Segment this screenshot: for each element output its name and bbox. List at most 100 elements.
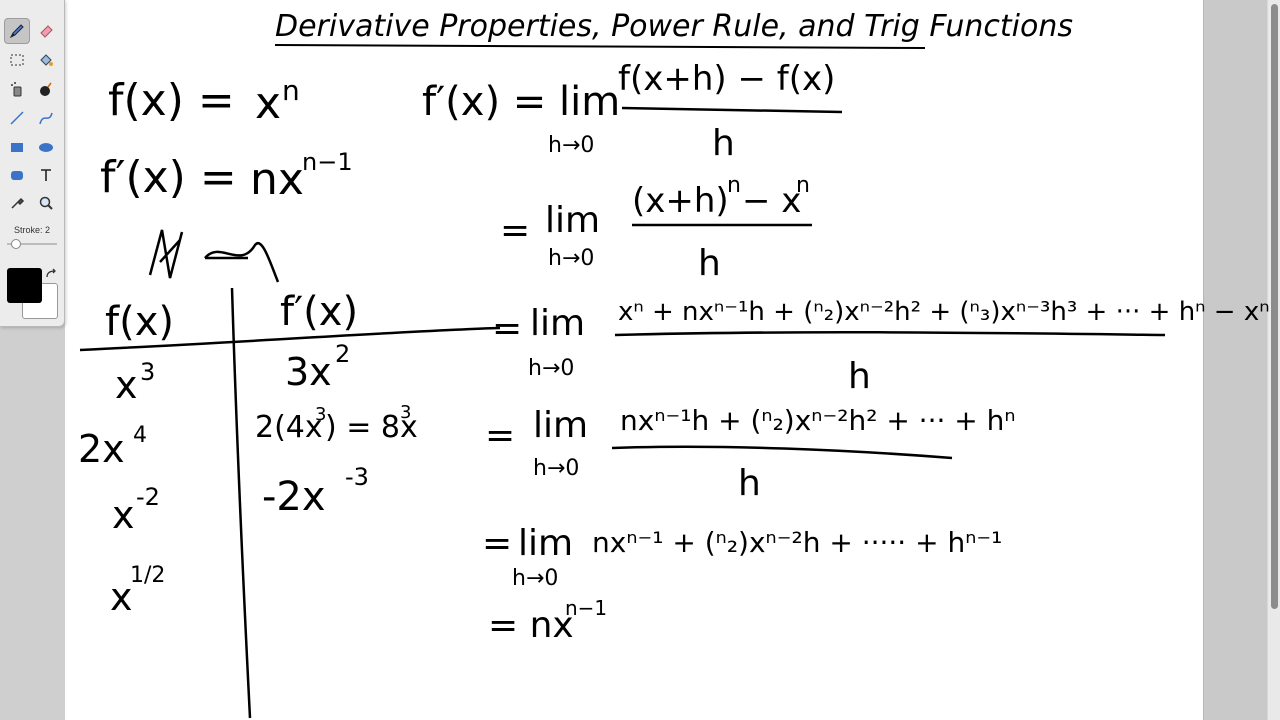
curve-icon <box>39 112 53 125</box>
f-definition-lhs: f(x) = <box>108 75 235 126</box>
rectangle-icon <box>11 143 23 152</box>
drawing-canvas[interactable] <box>65 0 1203 720</box>
table-row: x 1/2 <box>110 563 165 619</box>
stroke-slider[interactable] <box>7 239 57 249</box>
fprime-definition-lhs: f′(x) = <box>100 152 237 203</box>
magnifier-icon <box>39 196 53 210</box>
eraser-tool[interactable] <box>33 18 59 44</box>
eyedropper-icon <box>11 197 25 209</box>
ellipse-tool[interactable] <box>33 134 59 160</box>
deriv3-lim-sub: h→0 <box>528 356 574 381</box>
pen-tool[interactable] <box>4 18 30 44</box>
deriv5-lim-sub: h→0 <box>512 566 558 591</box>
vertical-scrollbar[interactable] <box>1267 0 1280 720</box>
window-gutter <box>1203 0 1268 720</box>
deriv5-eq: = <box>482 523 512 564</box>
spray-tool[interactable] <box>4 76 30 102</box>
text-icon <box>41 169 51 181</box>
f-definition-rhs: x <box>255 78 281 129</box>
row4-f: x <box>110 575 133 619</box>
deriv2-lim: lim <box>545 200 600 241</box>
table-vertical-rule <box>230 287 252 719</box>
row2-fprime-mid-exp: 3 <box>315 404 326 425</box>
rounded-rect-icon <box>11 171 23 180</box>
stroke-slider-knob[interactable] <box>11 239 21 249</box>
pen-icon <box>9 24 24 39</box>
fill-tool[interactable] <box>33 47 59 73</box>
deriv1-lim-sub: h→0 <box>548 133 594 158</box>
fprime-definition-rhs: nx <box>250 154 304 205</box>
bomb-icon <box>40 82 52 96</box>
curve-tool[interactable] <box>33 105 59 131</box>
row3-fprime-exp: -3 <box>345 463 369 491</box>
row1-f: x <box>115 363 138 407</box>
rounded-rect-tool[interactable] <box>4 162 30 188</box>
row1-fprime: 3x <box>285 350 332 394</box>
text-tool[interactable] <box>33 162 59 188</box>
deriv1-denominator: h <box>712 123 735 164</box>
zoom-tool[interactable] <box>33 190 59 216</box>
row3-fprime: -2x <box>262 474 326 520</box>
deriv2-numerator-tail: − x <box>742 181 801 221</box>
deriv2-eq: = <box>500 210 530 251</box>
spray-icon <box>11 82 22 97</box>
table-header-f: f(x) <box>105 299 174 345</box>
row2-f-exp: 4 <box>133 423 147 448</box>
rectangle-tool[interactable] <box>4 134 30 160</box>
deriv3-numerator: xⁿ + nxⁿ⁻¹h + (ⁿ₂)xⁿ⁻²h² + (ⁿ₃)xⁿ⁻³h³ + … <box>618 297 1270 327</box>
scribble-mark <box>148 229 280 283</box>
board-title: Derivative Properties, Power Rule, and T… <box>275 9 1073 44</box>
row2-fprime-exp: 3 <box>400 402 411 423</box>
row2-fprime-tail: ) = 8x <box>325 410 418 445</box>
stroke-label: Stroke: 2 <box>13 225 51 235</box>
line-tool[interactable] <box>4 105 30 131</box>
deriv4-fraction-bar <box>611 445 953 460</box>
deriv4-denominator: h <box>738 463 761 504</box>
deriv5-lim: lim <box>518 523 573 564</box>
paint-bucket-icon <box>40 54 53 66</box>
deriv5-expression: nxⁿ⁻¹ + (ⁿ₂)xⁿ⁻²h + ····· + hⁿ⁻¹ <box>592 526 1002 559</box>
swap-colors-icon[interactable] <box>44 268 58 282</box>
table-header-fprime: f′(x) <box>280 289 358 335</box>
table-horizontal-rule <box>79 326 501 352</box>
deriv2-numerator: (x+h) <box>632 181 729 221</box>
eyedropper-tool[interactable] <box>4 190 30 216</box>
fprime-definition-exp: n−1 <box>302 148 353 176</box>
deriv4-lim: lim <box>533 405 588 446</box>
eraser-icon <box>40 25 53 38</box>
deriv6-result: = nx <box>488 605 574 646</box>
deriv4-numerator: nxⁿ⁻¹h + (ⁿ₂)xⁿ⁻²h² + ··· + hⁿ <box>620 404 1016 437</box>
deriv6-result-exp: n−1 <box>565 596 607 620</box>
table-row: x 3 3x 2 <box>115 340 350 407</box>
line-icon <box>10 111 24 125</box>
row2-fprime: 2(4x <box>255 410 323 445</box>
deriv4-lim-sub: h→0 <box>533 456 579 481</box>
row1-fprime-exp: 2 <box>335 340 350 368</box>
deriv3-eq: = <box>492 308 522 349</box>
row3-f: x <box>112 493 135 537</box>
stroke-color-swatch[interactable] <box>7 268 42 303</box>
tool-palette: Stroke: 2 <box>0 0 65 327</box>
marquee-icon <box>10 54 24 66</box>
row3-f-exp: -2 <box>136 483 160 511</box>
title-underline <box>274 44 926 49</box>
scrollbar-thumb[interactable] <box>1271 4 1278 609</box>
row2-f: 2x <box>78 427 125 471</box>
row1-f-exp: 3 <box>140 358 155 386</box>
deriv3-fraction-bar <box>614 331 1166 337</box>
deriv2-lim-sub: h→0 <box>548 246 594 271</box>
deriv1-fraction-bar <box>621 106 843 114</box>
table-row: 2x 4 2(4x 3 ) = 8x 3 <box>78 402 418 471</box>
table-row: x -2 -2x -3 <box>112 463 369 537</box>
bomb-tool[interactable] <box>33 76 59 102</box>
rect-select-tool[interactable] <box>4 47 30 73</box>
deriv3-lim: lim <box>530 303 585 344</box>
deriv1-lhs: f′(x) = lim <box>422 79 620 125</box>
deriv2-denominator: h <box>698 243 721 284</box>
f-definition-exp: n <box>282 74 300 107</box>
ellipse-icon <box>39 143 53 152</box>
deriv2-numerator-tail-exp: n <box>796 173 810 198</box>
deriv4-eq: = <box>485 415 515 456</box>
deriv2-numerator-exp: n <box>727 173 741 198</box>
